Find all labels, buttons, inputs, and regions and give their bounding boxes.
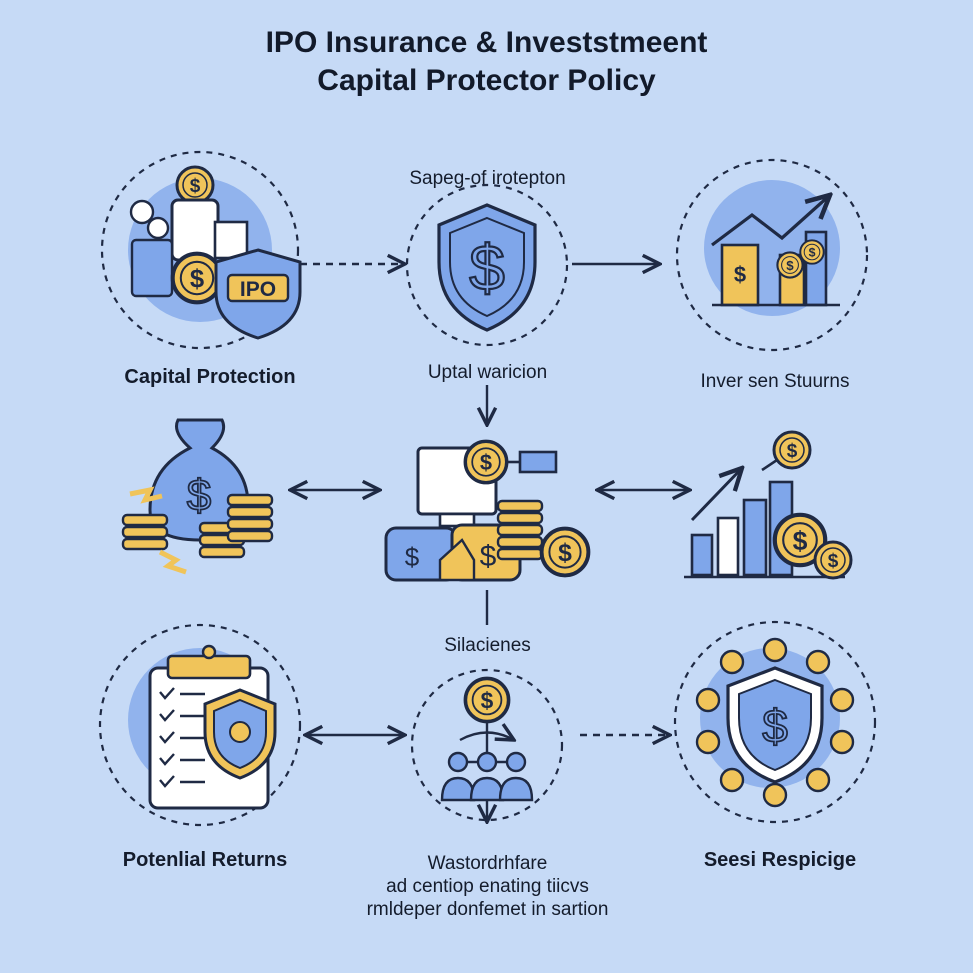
zigzag-arrow-icon (129, 486, 163, 504)
coin-icon (463, 439, 509, 485)
node-network (410, 668, 564, 822)
label-top-center: Sapeg-of irotepton (409, 168, 566, 189)
label-capital-protection: Capital Protection (124, 366, 296, 388)
node-investment-growth: $ (675, 158, 869, 352)
page-title-line-1: IPO Insurance & Investstmeent (265, 26, 708, 59)
page-title-line-2: Capital Protector Policy (317, 64, 656, 97)
label-upper-middle: Uptal waricion (427, 362, 548, 383)
svg-text:$: $ (405, 542, 420, 572)
label-bottom-center-line-2: ad centiop enating tiicvs (386, 876, 589, 897)
coin-stack-icon (226, 493, 274, 543)
coin-icon (776, 251, 804, 279)
label-top-right: Inver sen Stuurns (700, 371, 850, 392)
coin-icon (463, 676, 511, 724)
dollar-icon: $ (469, 232, 505, 304)
coin-stack-icon (121, 513, 169, 551)
people-ring-icon (695, 637, 855, 808)
svg-text:$: $ (187, 471, 211, 520)
trend-arrow-icon (711, 195, 830, 247)
large-coin-icon (173, 254, 222, 303)
checklist-icon (159, 687, 205, 788)
ipo-badge-text: IPO (240, 278, 276, 301)
trend-arrow-icon (690, 468, 742, 522)
node-growth-chart (684, 430, 853, 580)
label-potential-returns: Potenlial Returns (122, 849, 288, 871)
coin-icon (175, 165, 215, 205)
node-protection-hub: $ (673, 620, 877, 824)
node-capital-protection: IPO (100, 150, 302, 350)
svg-text:$: $ (480, 540, 497, 573)
coin-icon (772, 430, 812, 470)
coin-icon (813, 540, 853, 580)
dollar-icon: $ (762, 700, 788, 752)
building-icon (438, 538, 476, 582)
coin-stack-icon (496, 499, 544, 561)
svg-text:$: $ (734, 262, 746, 287)
tag-icon (518, 450, 558, 474)
coin-icon (799, 239, 825, 265)
node-computer-cash: $ $ (384, 439, 591, 582)
network-icon (440, 722, 534, 822)
node-shield: $ (405, 183, 569, 347)
node-money-bag: $ (121, 418, 274, 575)
label-middle: Silacienes (444, 635, 531, 656)
label-bottom-center-line-1: Wastordrhfare (427, 853, 548, 874)
connectors (290, 264, 690, 735)
pillar-icon (170, 198, 220, 262)
coin-icon (539, 526, 591, 578)
label-bottom-right: Seesi Respicige (703, 849, 857, 871)
label-bottom-center-line-3: rmldeper donfemet in sartion (366, 899, 609, 920)
speech-dollar-icon (129, 199, 170, 240)
node-checklist (98, 623, 302, 827)
